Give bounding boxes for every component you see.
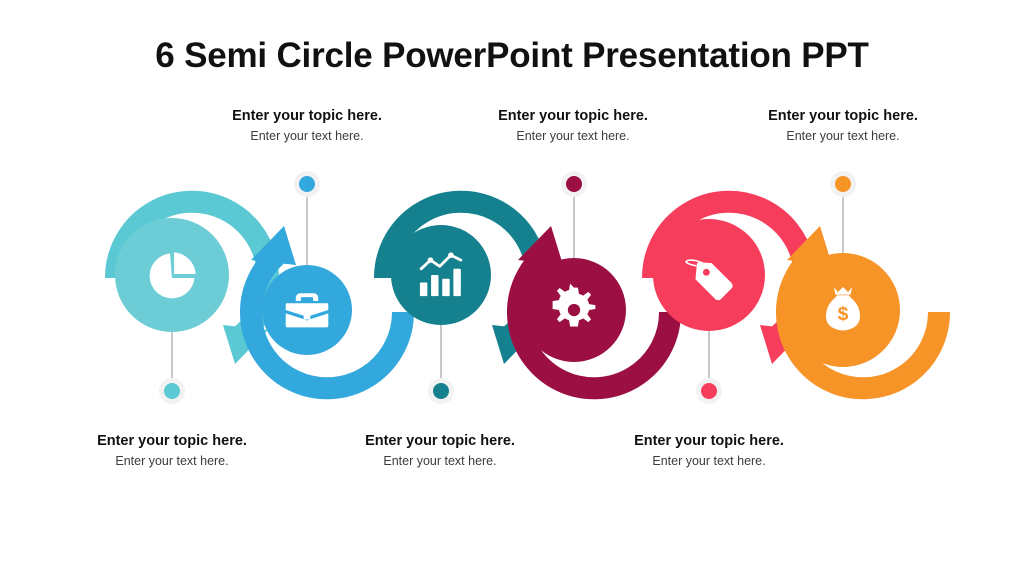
callout-desc: Enter your text here.: [786, 129, 900, 144]
connector-dot-6[interactable]: [830, 171, 856, 197]
step-5-group[interactable]: [653, 202, 805, 364]
callout-desc: Enter your text here.: [115, 454, 229, 469]
connector-dot-3[interactable]: [428, 378, 454, 404]
step-6-group[interactable]: [786, 226, 939, 388]
step-3-group[interactable]: [385, 202, 537, 364]
callout-step-2[interactable]: Enter your topic here. Enter your text h…: [177, 107, 437, 145]
connector-dot-4[interactable]: [561, 171, 587, 197]
connector-dot-5[interactable]: [696, 378, 722, 404]
callout-step-4[interactable]: Enter your topic here. Enter your text h…: [443, 107, 703, 145]
step-1-group[interactable]: [115, 202, 268, 364]
connector-dots: [159, 171, 856, 404]
callout-topic: Enter your topic here.: [498, 108, 648, 124]
callout-step-3[interactable]: Enter your topic here. Enter your text h…: [310, 432, 570, 470]
callout-topic: Enter your topic here.: [232, 108, 382, 124]
callout-desc: Enter your text here.: [383, 454, 497, 469]
callout-topic: Enter your topic here.: [97, 433, 247, 449]
callout-step-5[interactable]: Enter your topic here. Enter your text h…: [579, 432, 839, 470]
callout-topic: Enter your topic here.: [365, 433, 515, 449]
step-4-group[interactable]: [518, 226, 670, 388]
callout-desc: Enter your text here.: [250, 129, 364, 144]
step-2-group[interactable]: [251, 226, 403, 388]
page-title: 6 Semi Circle PowerPoint Presentation PP…: [155, 36, 869, 75]
callout-topic: Enter your topic here.: [634, 433, 784, 449]
callout-desc: Enter your text here.: [516, 129, 630, 144]
callout-desc: Enter your text here.: [652, 454, 766, 469]
callout-step-1[interactable]: Enter your topic here. Enter your text h…: [42, 432, 302, 470]
step-3-inner-circle: [391, 225, 491, 325]
callout-step-6[interactable]: Enter your topic here. Enter your text h…: [713, 107, 973, 145]
connector-dot-2[interactable]: [294, 171, 320, 197]
step-1-inner-circle: [115, 218, 229, 332]
connector-dot-1[interactable]: [159, 378, 185, 404]
callout-topic: Enter your topic here.: [768, 108, 918, 124]
